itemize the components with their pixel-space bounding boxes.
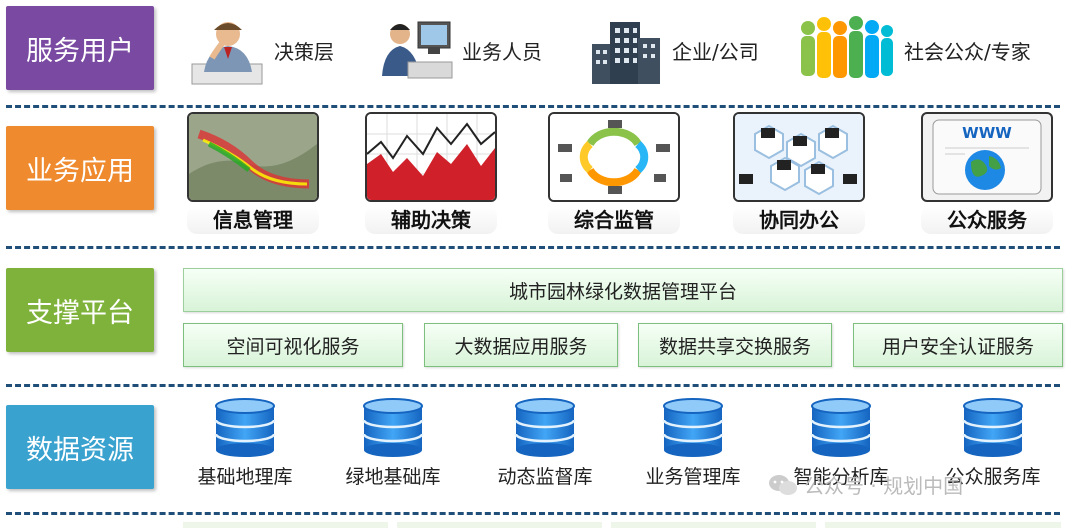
platform-title: 城市园林绿化数据管理平台 — [508, 280, 737, 303]
service-label: 空间可视化服务 — [226, 335, 360, 358]
office-building-icon — [592, 22, 660, 84]
app-label: 协同办公 — [733, 206, 865, 234]
layer-divider — [6, 384, 1060, 387]
app-collaborative-office[interactable]: 协同办公 — [733, 112, 865, 234]
user-enterprise: 企业/公司 — [588, 12, 759, 88]
layer-label-data-resources: 数据资源 — [6, 405, 154, 489]
network-thumbnail-icon — [733, 112, 865, 202]
chart-thumbnail-icon — [365, 112, 497, 202]
database-item[interactable]: 基础地理库 — [170, 398, 320, 489]
service-label: 大数据应用服务 — [454, 335, 588, 358]
database-label: 绿地基础库 — [345, 466, 441, 488]
app-info-management[interactable]: 信息管理 — [187, 112, 319, 234]
service-data-sharing[interactable]: 数据共享交换服务 — [638, 323, 832, 367]
user-label: 业务人员 — [462, 39, 542, 64]
app-integrated-supervision[interactable]: 综合监管 — [548, 112, 680, 234]
database-item[interactable]: 公众服务库 — [918, 398, 1068, 489]
svg-text:WWW: WWW — [962, 124, 1012, 142]
user-staff: 业务人员 — [378, 12, 542, 88]
platform-title-bar: 城市园林绿化数据管理平台 — [183, 268, 1063, 312]
staff-at-computer-icon — [382, 21, 453, 79]
app-label: 辅助决策 — [365, 206, 497, 234]
app-public-service[interactable]: WWW 公众服务 — [921, 112, 1053, 234]
database-label: 公众服务库 — [945, 466, 1041, 488]
decision-maker-icon — [191, 22, 263, 85]
database-icon — [662, 398, 724, 457]
user-label: 社会公众/专家 — [904, 39, 1031, 64]
bottom-strip — [611, 522, 816, 528]
watermark-text: 公众号 · 规划中国 — [804, 474, 964, 498]
layer-divider — [6, 105, 1060, 108]
app-label: 综合监管 — [548, 206, 680, 234]
user-label: 企业/公司 — [672, 39, 759, 64]
database-icon — [214, 398, 276, 457]
database-label: 基础地理库 — [197, 466, 293, 488]
layer-divider — [6, 246, 1060, 249]
layer-divider — [6, 512, 1060, 515]
layer-label-business-apps: 业务应用 — [6, 126, 154, 210]
service-label: 数据共享交换服务 — [658, 335, 811, 358]
app-decision-support[interactable]: 辅助决策 — [365, 112, 497, 234]
user-public: 社会公众/专家 — [796, 12, 1031, 88]
user-label: 决策层 — [274, 39, 334, 64]
database-icon — [962, 398, 1024, 457]
database-item[interactable]: 动态监督库 — [470, 398, 620, 489]
bottom-strip — [397, 522, 602, 528]
service-label: 用户安全认证服务 — [881, 335, 1034, 358]
user-decision-maker: 决策层 — [190, 12, 334, 88]
www-globe-icon: WWW — [921, 112, 1053, 202]
database-label: 动态监督库 — [497, 466, 593, 488]
database-label: 业务管理库 — [645, 466, 741, 488]
service-big-data[interactable]: 大数据应用服务 — [424, 323, 618, 367]
bottom-strip — [825, 522, 1061, 528]
database-item[interactable]: 绿地基础库 — [318, 398, 468, 489]
layer-label-support-platform: 支撑平台 — [6, 268, 154, 352]
app-label: 公众服务 — [921, 206, 1053, 234]
database-label: 智能分析库 — [793, 466, 889, 488]
watermark: 公众号 · 规划中国 — [768, 470, 963, 499]
crowd-icon — [801, 16, 893, 78]
database-icon — [810, 398, 872, 457]
wechat-icon — [769, 474, 797, 495]
bottom-strip — [183, 522, 388, 528]
database-item[interactable]: 业务管理库 — [618, 398, 768, 489]
database-item[interactable]: 智能分析库 — [766, 398, 916, 489]
database-icon — [362, 398, 424, 457]
service-spatial-visualization[interactable]: 空间可视化服务 — [183, 323, 403, 367]
cycle-thumbnail-icon — [548, 112, 680, 202]
map-thumbnail-icon — [187, 112, 319, 202]
layer-label-service-users: 服务用户 — [6, 6, 154, 90]
service-security-auth[interactable]: 用户安全认证服务 — [853, 323, 1063, 367]
database-icon — [514, 398, 576, 457]
app-label: 信息管理 — [187, 206, 319, 234]
